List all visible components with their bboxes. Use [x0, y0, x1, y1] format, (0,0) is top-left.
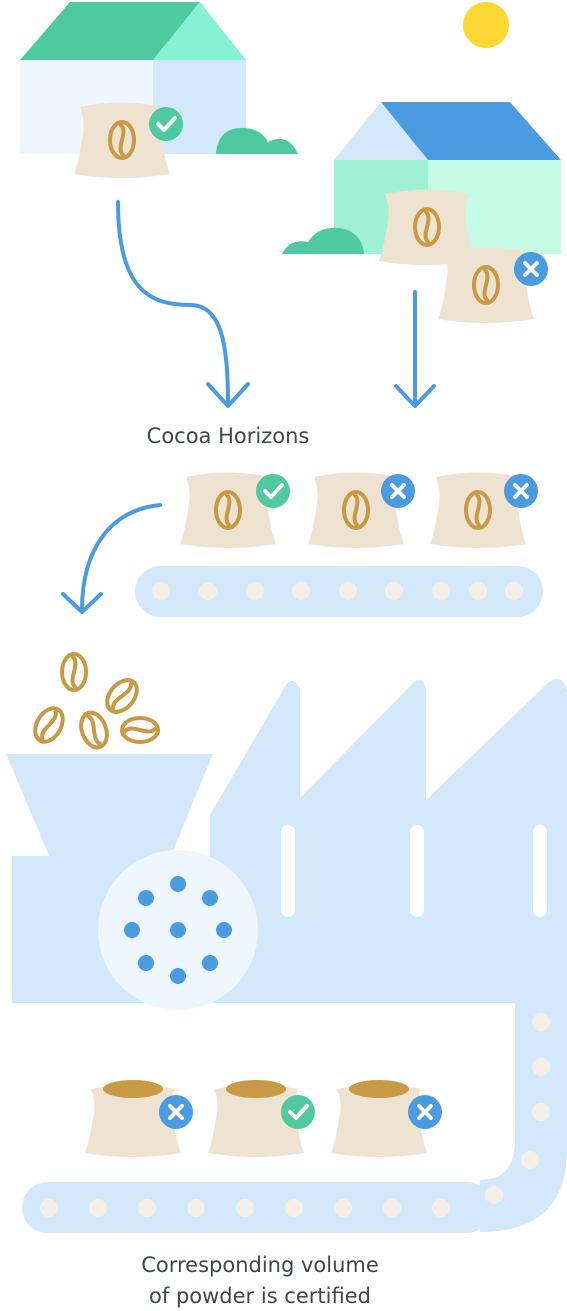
arrow-icon — [116, 200, 250, 408]
conveyor-belt — [135, 566, 543, 617]
check-icon — [279, 1093, 317, 1131]
check-icon — [147, 105, 185, 143]
output-conveyor-belt — [22, 1013, 550, 1233]
cross-icon — [406, 1093, 444, 1131]
grinder-wheel — [98, 850, 258, 1010]
arrow-icon — [394, 290, 436, 408]
factory-windows — [281, 825, 547, 917]
cocoa-bean-icon — [60, 652, 88, 692]
sun-icon — [463, 2, 509, 48]
cross-icon — [512, 250, 550, 288]
check-icon — [254, 472, 292, 510]
cocoa-bean-icon — [27, 701, 71, 749]
cocoa-bean-icon — [74, 706, 114, 754]
arrow-icon — [61, 503, 162, 614]
cross-icon — [157, 1093, 195, 1131]
cocoa-bean-icon — [120, 716, 160, 744]
output-label-line2: of powder is certified — [149, 1284, 371, 1308]
aggregator-label: Cocoa Horizons — [146, 424, 310, 448]
cross-icon — [379, 472, 417, 510]
cocoa-bean-icon — [99, 672, 145, 720]
cross-icon — [502, 472, 540, 510]
output-label-line1: Corresponding volume — [141, 1253, 379, 1277]
